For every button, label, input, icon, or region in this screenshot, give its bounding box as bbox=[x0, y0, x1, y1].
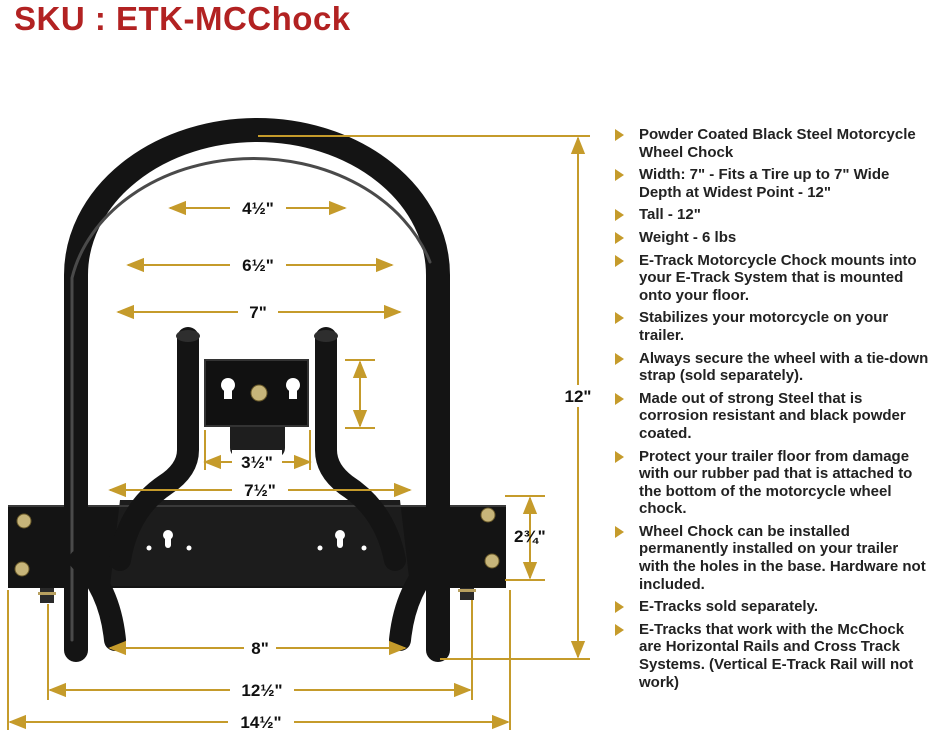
feature-text: E-Track Motorcycle Chock mounts into you… bbox=[639, 251, 917, 304]
dim-label-base-width: 12½" bbox=[241, 681, 282, 700]
triangle-bullet-icon bbox=[615, 623, 624, 636]
feature-item: E-Track Motorcycle Chock mounts into you… bbox=[612, 252, 930, 305]
triangle-bullet-icon bbox=[615, 525, 624, 538]
feature-item: Weight - 6 lbs bbox=[612, 229, 930, 247]
chock-diagram: 4½" 6½" 7" 3½" 7½" 12" 2¾" 8" 12½" 14½" bbox=[7, 118, 592, 732]
feature-text: E-Tracks that work with the McChock are … bbox=[639, 620, 914, 691]
triangle-bullet-icon bbox=[615, 450, 624, 463]
feature-text: Stabilizes your motorcycle on your trail… bbox=[639, 309, 889, 344]
feature-item: Protect your trailer floor from damage w… bbox=[612, 448, 930, 518]
dim-label-inner-mid: 6½" bbox=[242, 256, 274, 275]
dim-label-plate-height: 2¾" bbox=[514, 527, 546, 546]
feature-text: Width: 7" - Fits a Tire up to 7" Wide De… bbox=[639, 166, 890, 201]
feature-text: Wheel Chock can be installed permanently… bbox=[639, 522, 926, 593]
triangle-bullet-icon bbox=[615, 231, 624, 244]
feature-item: E-Tracks sold separately. bbox=[612, 598, 930, 616]
feature-text: E-Tracks sold separately. bbox=[639, 598, 818, 616]
feature-item: Stabilizes your motorcycle on your trail… bbox=[612, 309, 930, 344]
dim-label-height: 12" bbox=[565, 387, 592, 406]
feature-item: Tall - 12" bbox=[612, 206, 930, 224]
triangle-bullet-icon bbox=[615, 209, 624, 222]
feature-item: E-Tracks that work with the McChock are … bbox=[612, 621, 930, 691]
keyhole-slot-icon bbox=[146, 530, 367, 551]
dim-label-bottom-inner: 8" bbox=[251, 639, 269, 658]
feature-item: Made out of strong Steel that is corrosi… bbox=[612, 390, 930, 443]
sku-title: SKU : ETK-MCChock bbox=[14, 0, 351, 37]
dim-label-inner-top: 4½" bbox=[242, 199, 274, 218]
rubber-foot-left bbox=[38, 585, 56, 603]
triangle-bullet-icon bbox=[615, 169, 624, 182]
triangle-bullet-icon bbox=[615, 352, 624, 365]
feature-text: Always secure the wheel with a tie-down … bbox=[639, 349, 929, 385]
feature-item: Always secure the wheel with a tie-down … bbox=[612, 350, 930, 385]
feature-text: Weight - 6 lbs bbox=[639, 228, 737, 246]
feature-item: Powder Coated Black Steel Motorcycle Whe… bbox=[612, 126, 930, 161]
feature-text: Tall - 12" bbox=[639, 206, 701, 224]
feature-text: Protect your trailer floor from damage w… bbox=[639, 447, 913, 518]
mounting-bolt-icon bbox=[14, 507, 500, 577]
feature-text: Made out of strong Steel that is corrosi… bbox=[639, 389, 906, 442]
center-bracket bbox=[204, 359, 309, 458]
dim-label-fork-width: 3½" bbox=[241, 453, 273, 472]
triangle-bullet-icon bbox=[615, 392, 624, 405]
feature-item: Width: 7" - Fits a Tire up to 7" Wide De… bbox=[612, 166, 930, 201]
triangle-bullet-icon bbox=[615, 312, 624, 325]
dim-label-inner-width: 7" bbox=[249, 303, 267, 322]
feature-text: Powder Coated Black Steel Motorcycle Whe… bbox=[639, 126, 916, 161]
triangle-bullet-icon bbox=[615, 601, 624, 614]
feature-item: Wheel Chock can be installed permanently… bbox=[612, 523, 930, 593]
dim-label-base-upper: 7½" bbox=[244, 481, 276, 500]
triangle-bullet-icon bbox=[615, 129, 624, 141]
dim-label-total-width: 14½" bbox=[240, 713, 281, 732]
feature-list: Powder Coated Black Steel Motorcycle Whe… bbox=[612, 126, 930, 696]
main-hoop bbox=[64, 118, 450, 662]
triangle-bullet-icon bbox=[615, 254, 624, 267]
